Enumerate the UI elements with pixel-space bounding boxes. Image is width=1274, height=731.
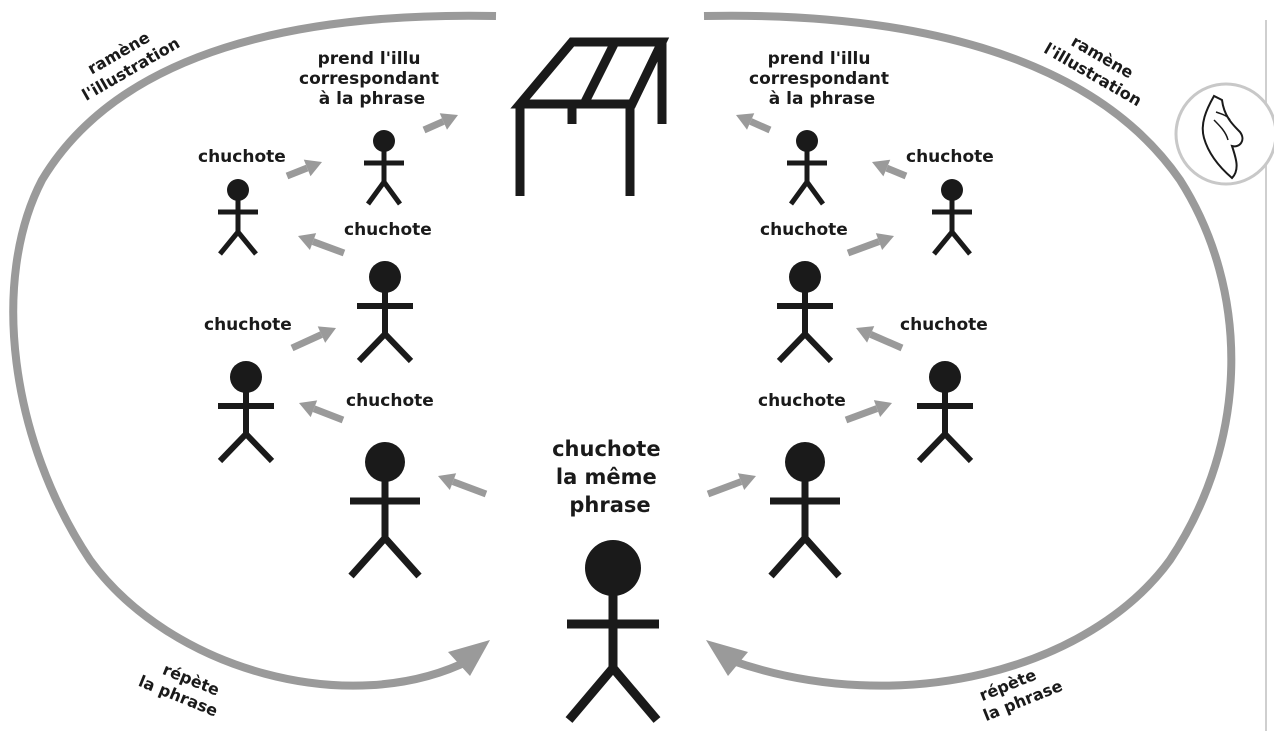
left-loop-arc bbox=[9, 11, 497, 690]
prend-left-line-2: correspondant bbox=[299, 69, 439, 89]
prend-label-left: prend l'illu correspondant à la phrase bbox=[299, 49, 445, 109]
prend-left-line-1: prend l'illu bbox=[318, 49, 421, 69]
arrow-icon bbox=[299, 400, 345, 424]
prend-right-line-2: correspondant bbox=[749, 69, 889, 89]
prend-right-line-1: prend l'illu bbox=[768, 49, 871, 69]
chuchote-label: chuchote bbox=[344, 220, 432, 240]
chuchote-label: chuchote bbox=[198, 147, 286, 167]
chuchote-label: chuchote bbox=[906, 147, 994, 167]
person-icon bbox=[217, 361, 275, 464]
center-line-3: phrase bbox=[569, 493, 650, 517]
center-instruction: chuchote la même phrase bbox=[552, 437, 668, 517]
arrow-icon bbox=[298, 233, 346, 257]
arrow-icon bbox=[422, 113, 458, 134]
person-icon bbox=[932, 179, 972, 256]
prend-left-line-3: à la phrase bbox=[319, 89, 425, 109]
chuchote-label: chuchote bbox=[760, 220, 848, 240]
person-icon bbox=[916, 361, 974, 464]
person-icon bbox=[776, 261, 834, 364]
arrow-icon bbox=[844, 400, 892, 424]
chuchote-label: chuchote bbox=[900, 315, 988, 335]
chuchote-label: chuchote bbox=[758, 391, 846, 411]
arrow-icon bbox=[285, 159, 322, 180]
prend-label-right: prend l'illu correspondant à la phrase bbox=[749, 49, 895, 109]
repete-label-left: répète la phrase bbox=[136, 653, 228, 721]
right-loop-arc bbox=[703, 11, 1236, 690]
person-icon bbox=[356, 261, 414, 364]
person-icon bbox=[768, 442, 842, 579]
arrow-icon bbox=[706, 473, 756, 498]
arrow-icon bbox=[290, 326, 336, 352]
person-icon bbox=[348, 442, 422, 579]
hand-whisper-icon bbox=[1174, 82, 1274, 186]
center-line-1: chuchote bbox=[552, 437, 660, 461]
arrow-icon bbox=[856, 326, 904, 352]
person-icon bbox=[218, 179, 258, 256]
arrow-icon bbox=[736, 113, 772, 134]
person-icon bbox=[565, 540, 661, 723]
arrow-icon bbox=[438, 473, 488, 498]
table-icon bbox=[510, 37, 670, 196]
arrow-icon bbox=[846, 233, 894, 257]
right-loop-arrowhead bbox=[706, 640, 748, 676]
left-loop-arrowhead bbox=[448, 640, 490, 676]
person-icon bbox=[787, 130, 827, 206]
prend-right-line-3: à la phrase bbox=[769, 89, 875, 109]
person-icon bbox=[364, 130, 404, 206]
chuchote-label: chuchote bbox=[346, 391, 434, 411]
chuchote-label: chuchote bbox=[204, 315, 292, 335]
center-line-2: la même bbox=[556, 465, 657, 489]
arrow-icon bbox=[872, 159, 908, 180]
